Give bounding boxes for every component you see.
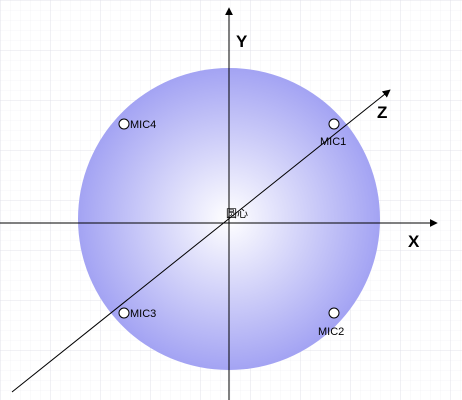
mic2-marker: [328, 307, 340, 319]
z-axis-label: Z: [377, 103, 387, 122]
mic2-label: MIC2: [318, 326, 344, 338]
y-axis-label: Y: [236, 32, 248, 51]
mic3-label: MIC3: [130, 308, 156, 320]
mic1-marker: [328, 118, 340, 130]
mic4-label: MIC4: [130, 119, 156, 131]
z-axis: [11, 89, 391, 393]
x-axis-label: X: [408, 232, 420, 251]
mic1-label: MIC1: [320, 136, 346, 148]
mic3-marker: [118, 307, 130, 319]
center-label: 圆心: [226, 207, 248, 220]
mic4-marker: [118, 118, 130, 130]
